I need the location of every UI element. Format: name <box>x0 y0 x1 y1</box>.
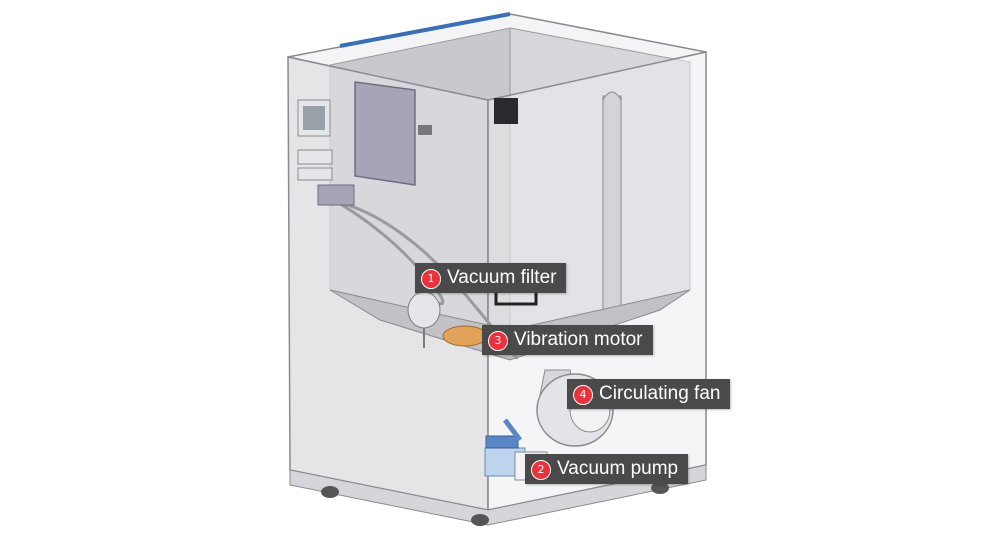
top-blue-strip <box>339 12 511 48</box>
callout-number-badge: 4 <box>573 385 593 405</box>
vibration-motor <box>442 325 488 347</box>
electrical-box <box>354 81 416 186</box>
vacuum-filter <box>407 291 441 329</box>
callout-vacuum-filter: 1 Vacuum filter <box>415 263 567 293</box>
wheel-icon <box>651 482 669 494</box>
tube-2 <box>329 198 519 360</box>
wheel-icon <box>321 486 339 498</box>
callout-label: Vacuum pump <box>557 458 679 479</box>
front-vent <box>494 98 518 124</box>
callout-label: Circulating fan <box>599 383 721 404</box>
callout-label: Vibration motor <box>514 329 643 350</box>
callout-vibration-motor: 3 Vibration motor <box>482 325 653 355</box>
callout-circulating-fan: 4 Circulating fan <box>567 379 731 409</box>
wheel-icon <box>471 514 489 526</box>
callout-number-badge: 1 <box>421 269 441 289</box>
callout-vacuum-pump: 2 Vacuum pump <box>525 454 689 484</box>
callout-number-badge: 2 <box>531 460 551 480</box>
callout-label: Vacuum filter <box>447 267 557 288</box>
callout-number-badge: 3 <box>488 331 508 351</box>
vertical-duct <box>602 95 622 311</box>
cabinet-base <box>289 464 707 526</box>
